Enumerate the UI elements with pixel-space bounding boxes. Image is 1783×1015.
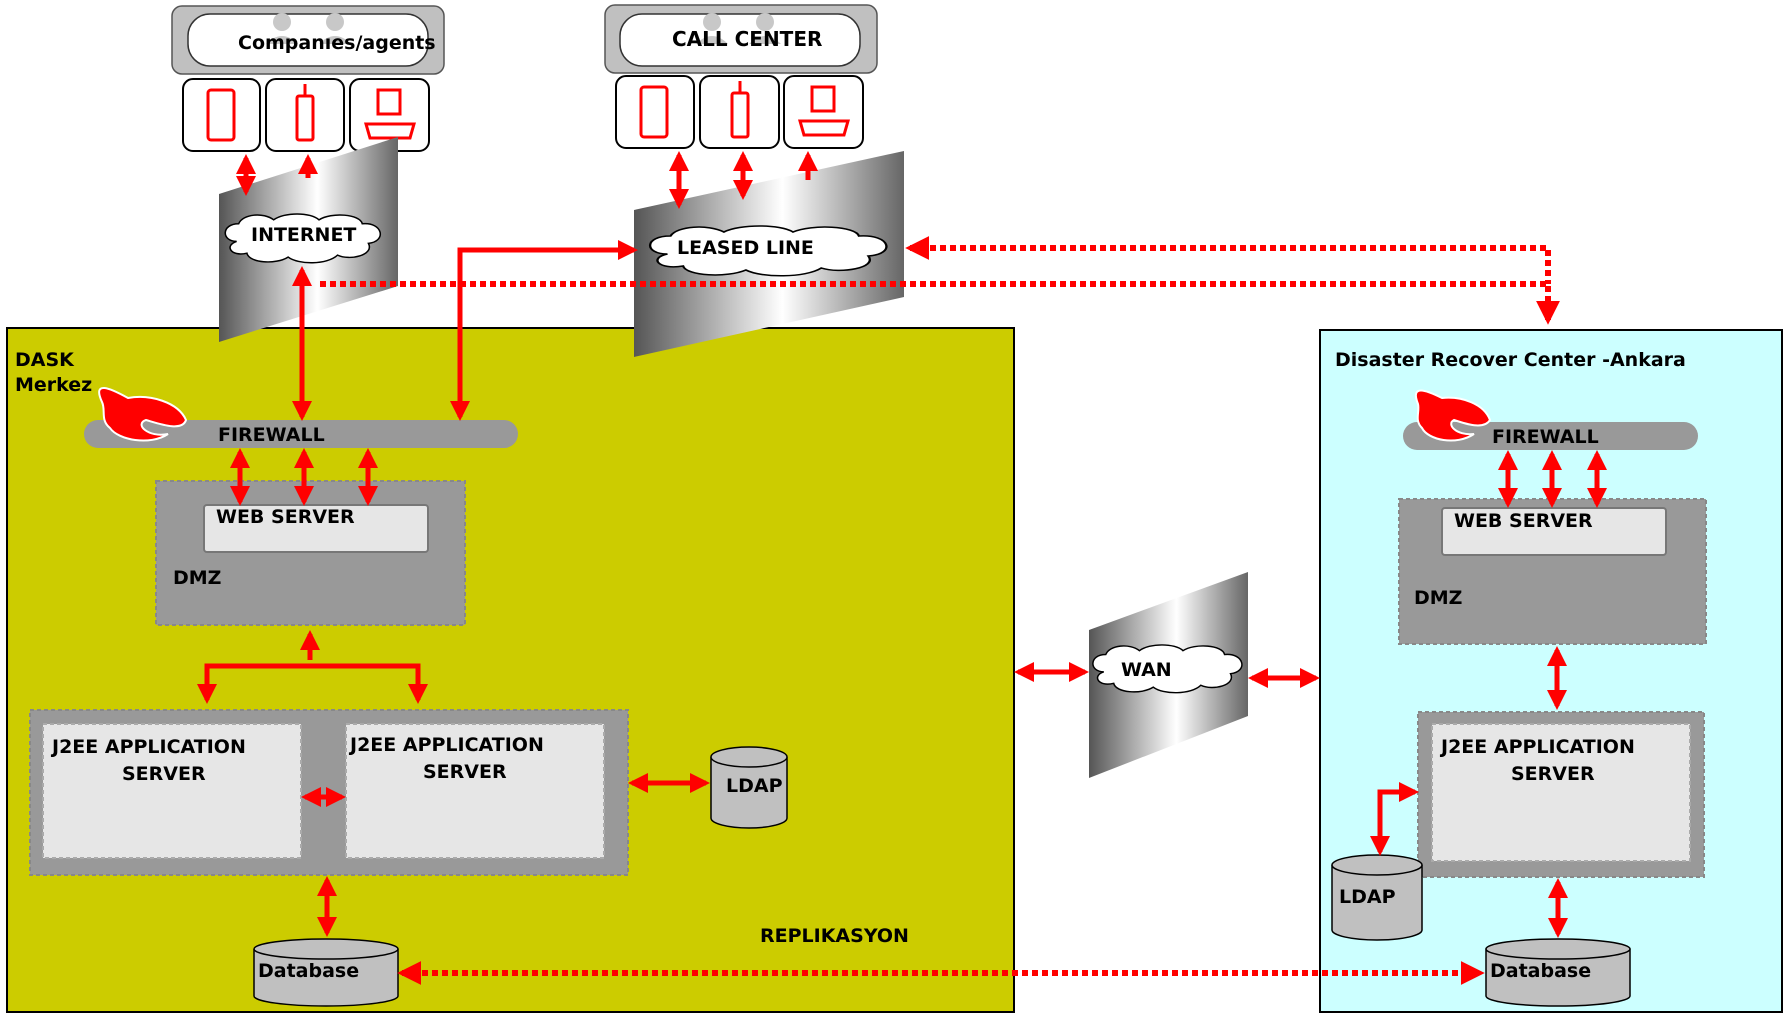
main-app-server-1 [42, 723, 302, 859]
main-app-server-2-line1: J2EE APPLICATION [348, 734, 544, 756]
dotted-leased-dr [905, 236, 1551, 284]
main-database: Database [253, 938, 399, 1007]
main-firewall-label: FIREWALL [218, 424, 325, 446]
main-app-server-2-line2: SERVER [423, 761, 507, 783]
main-ldap-label: LDAP [726, 775, 783, 797]
dr-site-name: Disaster Recover Center -Ankara [1335, 349, 1686, 371]
pda-icon-2 [639, 85, 669, 139]
main-app-server-2 [345, 723, 605, 859]
main-web-server [203, 504, 429, 553]
wan-pipe: WAN [1089, 572, 1248, 778]
people-icon [266, 13, 351, 44]
companies-devices [182, 78, 430, 152]
dr-ldap-label: LDAP [1339, 886, 1396, 908]
main-database-label: Database [258, 960, 359, 982]
dr-app-server-line2: SERVER [1511, 763, 1595, 785]
arrow-leased-firewall [450, 240, 638, 421]
dr-web-server-label: WEB SERVER [1454, 510, 1593, 532]
wan-label: WAN [1121, 659, 1172, 681]
call-center-devices [615, 75, 864, 149]
internet-pipe: INTERNET [219, 137, 398, 342]
dr-dmz-label: DMZ [1414, 587, 1462, 609]
dr-app-cluster: J2EE APPLICATION SERVER [1417, 711, 1705, 878]
companies-banner: Companıes/agents [171, 5, 445, 75]
connectors [197, 151, 1607, 938]
main-site-name-line1: DASK [15, 349, 75, 371]
companies-label: Companıes/agents [238, 32, 436, 54]
main-app-cluster: J2EE APPLICATION SERVER J2EE APPLICATION… [29, 709, 629, 876]
dr-firewall: FIREWALL [1403, 389, 1698, 450]
main-dmz: WEB SERVER DMZ [155, 480, 466, 626]
leased-line-label: LEASED LINE [677, 237, 814, 259]
dr-database-label: Database [1490, 960, 1591, 982]
dotted-connectors [320, 236, 1560, 985]
main-dmz-label: DMZ [173, 567, 221, 589]
leased-line-pipe: LEASED LINE [634, 151, 904, 357]
internet-label: INTERNET [251, 224, 356, 246]
dr-app-server [1431, 723, 1691, 862]
people-icon-2 [696, 13, 781, 44]
main-firewall: FIREWALL [84, 386, 518, 448]
firewall-flame-icon [98, 386, 188, 442]
main-ldap: LDAP [710, 746, 788, 829]
dr-web-server [1441, 507, 1667, 556]
dr-firewall-label: FIREWALL [1492, 426, 1599, 448]
main-site-name-line2: Merkez [15, 374, 92, 396]
laptop-icon [376, 88, 402, 116]
laptop-icon-2 [810, 85, 836, 113]
call-center-label: CALL CENTER [672, 27, 822, 51]
pda-icon [206, 88, 236, 142]
main-app-server-1-line1: J2EE APPLICATION [50, 736, 246, 758]
main-web-server-label: WEB SERVER [216, 506, 355, 528]
call-center-banner: CALL CENTER [604, 4, 878, 74]
dr-dmz: WEB SERVER DMZ [1398, 498, 1707, 645]
dr-database: Database [1485, 938, 1631, 1007]
dr-firewall-flame-icon [1415, 389, 1492, 442]
dotted-internet-dr [320, 281, 1560, 325]
dr-app-server-line1: J2EE APPLICATION [1439, 736, 1635, 758]
dr-ldap: LDAP [1331, 854, 1423, 941]
replication-label: REPLIKASYON [760, 925, 909, 947]
main-app-server-1-line2: SERVER [122, 763, 206, 785]
